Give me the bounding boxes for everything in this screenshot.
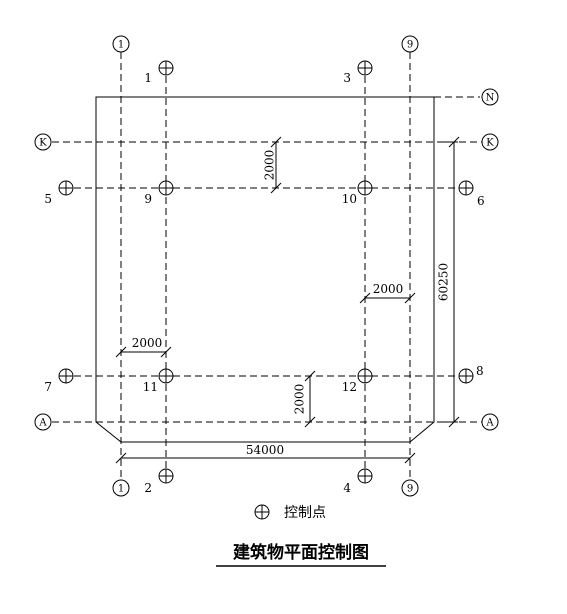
svg-text:2000: 2000 [373,282,404,296]
legend-label: 控制点 [284,505,326,521]
axis-bubble-n: N [481,88,499,106]
control-point-8-icon [458,368,474,384]
control-point-label-8: 8 [476,364,484,378]
axis-bubble-9-top: 9 [401,35,419,53]
control-point-4-icon [357,468,373,484]
control-point-10-icon [357,180,373,196]
axis-bubble-a-left: A [34,413,52,431]
dimension-offset-right: 2000 [359,282,416,304]
axis-bubble-k-left: K [34,133,52,151]
svg-text:54000: 54000 [246,443,284,457]
diagram-title: 建筑物平面控制图 [233,542,369,563]
control-point-label-11: 11 [143,380,158,394]
control-point-label-12: 12 [342,380,357,394]
dimension-offset-top: 2000 [263,136,282,194]
control-point-label-3: 3 [343,71,351,85]
control-point-1-icon [158,60,174,76]
axis-bubble-k-right: K [481,133,499,151]
control-point-label-1: 1 [144,71,152,85]
axis-bubble-9-bottom: 9 [401,479,419,497]
dimension-offset-bottom: 2000 [293,370,316,428]
dimension-offset-left: 2000 [115,336,172,358]
axis-bubble-1-bottom: 1 [112,479,130,497]
svg-text:K: K [39,138,47,149]
control-point-9-icon [158,180,174,196]
control-point-11-icon [158,368,174,384]
svg-text:9: 9 [407,484,413,495]
control-point-3-icon [357,60,373,76]
svg-text:2000: 2000 [293,384,307,415]
control-point-label-5: 5 [44,192,52,206]
axis-bubble-a-right: A [481,413,499,431]
control-point-label-4: 4 [343,481,351,495]
control-point-label-6: 6 [477,194,485,208]
svg-text:N: N [486,93,495,104]
svg-text:9: 9 [407,40,413,51]
dimension-width: 54000 [115,443,416,464]
svg-text:1: 1 [118,40,124,51]
control-point-legend-icon [254,504,270,520]
axis-bubble-1-top: 1 [112,35,130,53]
svg-text:A: A [38,418,47,429]
svg-text:2000: 2000 [263,150,277,181]
legend: 控制点 [254,504,326,521]
control-point-label-9: 9 [144,192,152,206]
svg-text:2000: 2000 [132,336,163,350]
svg-text:K: K [486,138,494,149]
control-point-12-icon [357,368,373,384]
control-point-label-7: 7 [44,380,52,394]
control-point-label-2: 2 [144,481,152,495]
svg-text:60250: 60250 [437,263,451,301]
dimension-height: 60250 [437,136,460,428]
control-point-2-icon [158,468,174,484]
svg-text:A: A [485,418,494,429]
control-point-6-icon [458,180,474,196]
control-point-7-icon [58,368,74,384]
control-point-label-10: 10 [342,192,357,206]
control-point-5-icon [58,180,74,196]
svg-text:1: 1 [118,484,124,495]
